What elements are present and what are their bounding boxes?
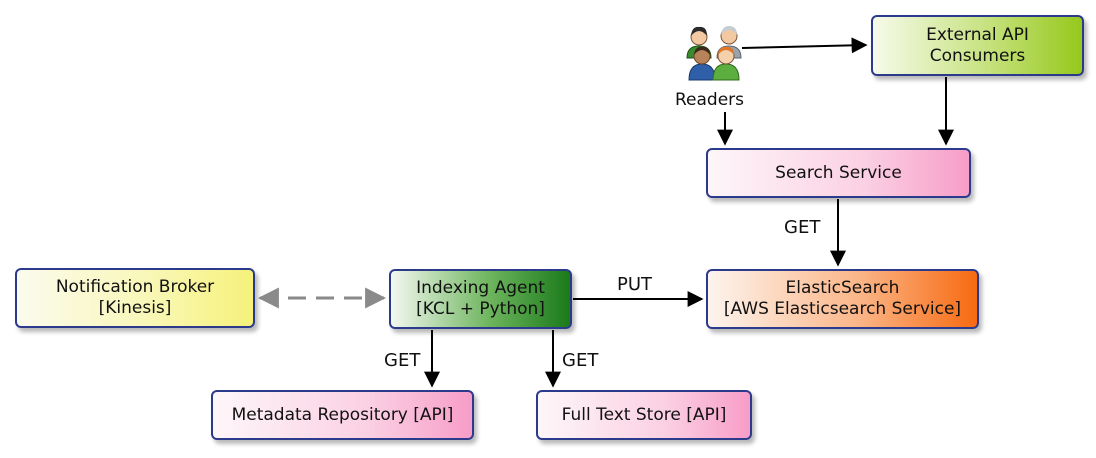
notification-broker-line1: Notification Broker [55,277,215,297]
indexing-agent-node[interactable]: Indexing Agent [KCL + Python] [389,269,572,329]
elasticsearch-line2: [AWS Elasticsearch Service] [723,299,962,319]
metadata-repository-label: Metadata Repository [API] [231,404,454,425]
metadata-repository-node[interactable]: Metadata Repository [API] [211,390,474,440]
search-service-label: Search Service [775,162,902,183]
notification-broker-line2: [Kinesis] [98,298,172,318]
full-text-store-node[interactable]: Full Text Store [API] [536,390,752,440]
users-group-icon [686,26,742,81]
external-api-line1: External API [926,24,1029,45]
edge-readers-to-external [741,37,868,54]
elasticsearch-node[interactable]: ElasticSearch [AWS Elasticsearch Service… [706,269,979,329]
notification-broker-node[interactable]: Notification Broker [Kinesis] [15,268,255,328]
external-api-line2: Consumers [929,45,1026,66]
elasticsearch-line1: ElasticSearch [785,278,900,298]
edge-label-get-metadata: GET [384,350,421,371]
edge-label-get-fulltext: GET [562,350,599,371]
full-text-store-label: Full Text Store [API] [561,404,727,425]
readers-label: Readers [675,90,745,110]
edge-label-put: PUT [617,274,653,295]
edge-label-get-search: GET [784,217,821,238]
indexing-agent-line1: Indexing Agent [416,278,545,298]
indexing-agent-line2: [KCL + Python] [416,299,545,319]
search-service-node[interactable]: Search Service [706,148,971,198]
external-api-consumers-node[interactable]: External API Consumers [871,15,1084,76]
